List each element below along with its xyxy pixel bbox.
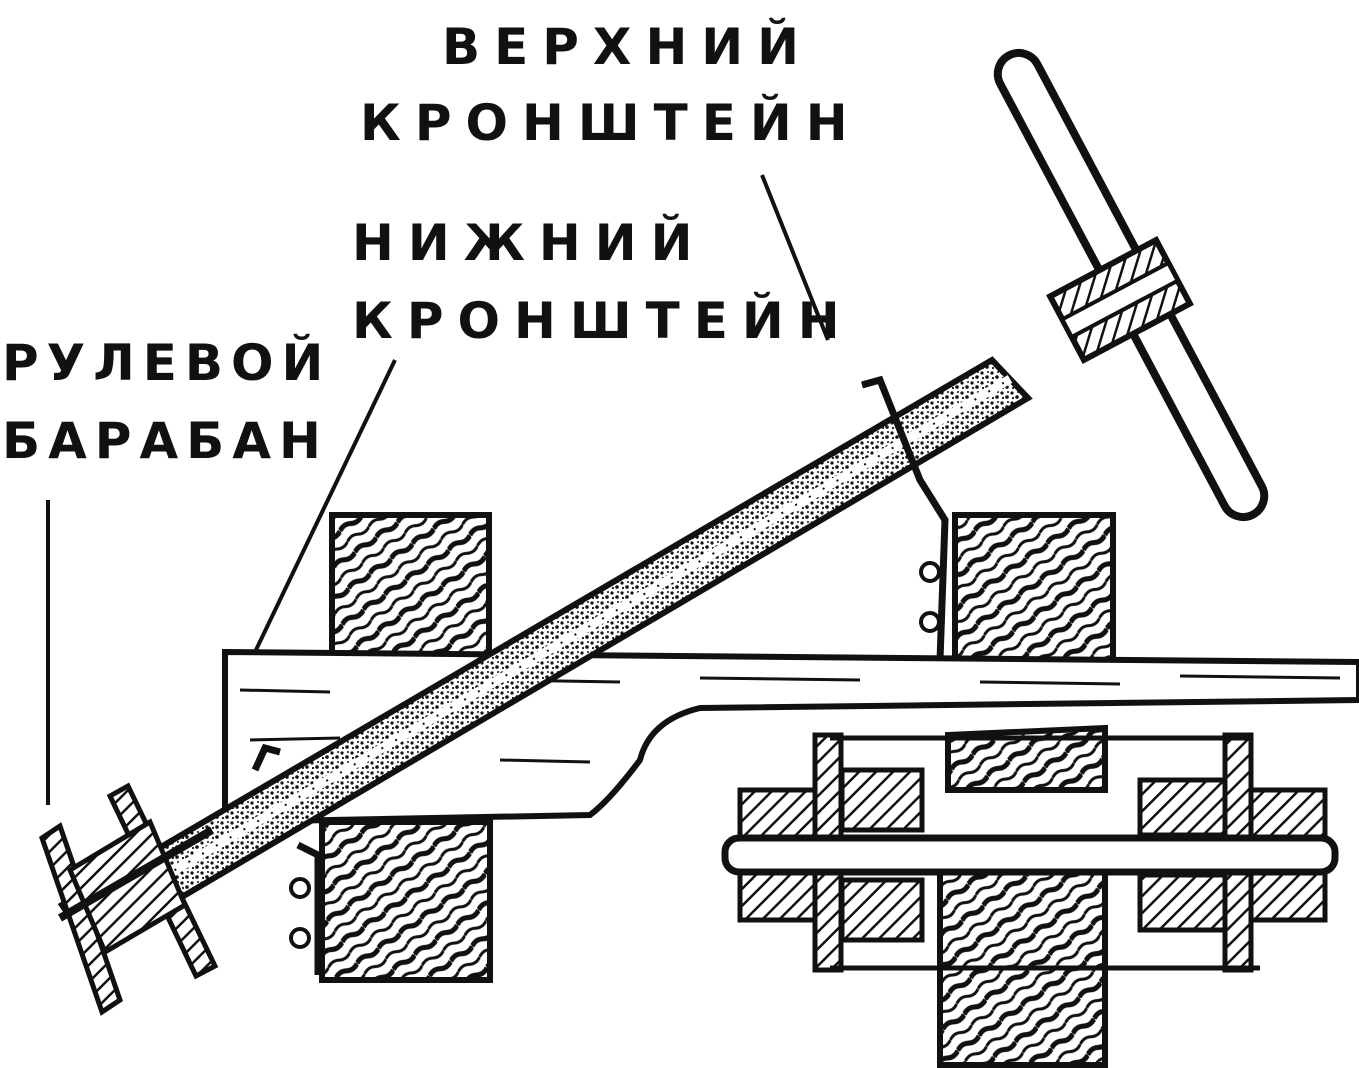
upper-bracket-label-line1: ВЕРХНИЙ — [442, 18, 813, 76]
axle — [721, 834, 1339, 876]
lower-bracket — [251, 743, 322, 975]
pulley-assembly — [721, 724, 1339, 1068]
leader-upper-bracket — [760, 174, 830, 341]
upper-bracket-label-line2: КРОНШТЕЙН — [360, 94, 862, 152]
left-wood-block-upper — [329, 512, 492, 668]
lower-bracket-label-line1: НИЖНИЙ — [352, 214, 707, 272]
left-wood-block-lower — [319, 819, 493, 983]
tiller-handle — [993, 48, 1269, 522]
leader-lower-bracket — [253, 359, 397, 653]
lower-bracket-label-line2: КРОНШТЕЙН — [352, 292, 854, 350]
steering-drum — [39, 782, 219, 1016]
steering-drum-label-line2: БАРАБАН — [2, 412, 329, 470]
steering-drum-label-line1: РУЛЕВОЙ — [2, 334, 332, 392]
upper-bracket — [861, 375, 949, 661]
right-wood-block-upper — [952, 512, 1116, 668]
